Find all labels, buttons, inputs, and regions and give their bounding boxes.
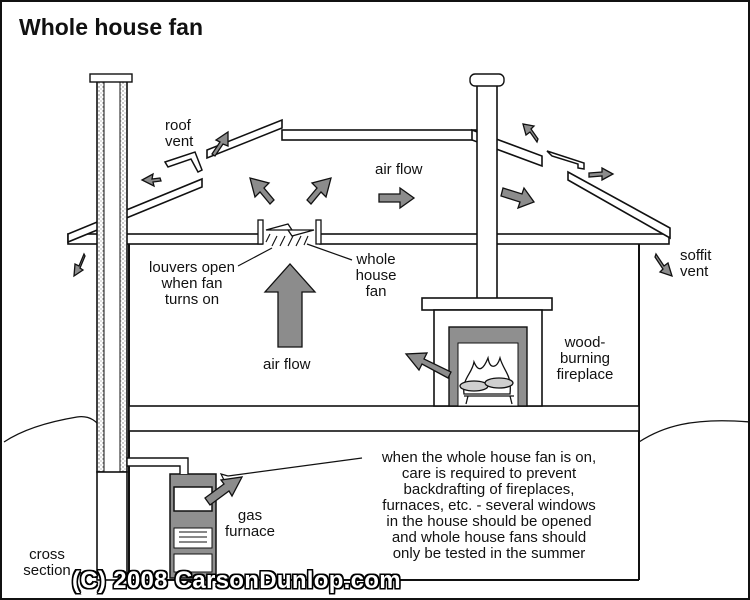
arrow-vent-left-out [140,172,162,188]
roof-left [67,177,203,244]
chimney-foundation [96,471,128,581]
arrow-attic-upright [306,177,332,205]
chimney-cap [89,73,133,83]
roof-vent-label: roof vent [165,117,194,150]
louvers-label: louvers open when fan turns on [149,259,235,308]
chimney-flue [103,79,121,473]
whole-house-fan-label: whole house fan [355,251,397,300]
arrow-vent-right-up [522,123,539,144]
air-flow-room-label: air flow [263,356,311,373]
roof-left-upper [206,118,283,160]
ground-right [638,420,748,443]
arrow-soffit-left [73,252,86,278]
roof-right-lower [567,170,671,240]
arrow-vent-right-out [588,166,615,182]
cross-section-label: cross section [23,546,71,579]
second-floor [128,405,640,432]
roof-ridge [281,129,495,141]
air-flow-attic-label: air flow [375,161,423,178]
fireplace-fire [459,355,514,405]
fireplace-mantel [421,297,553,311]
roof-vent-left [163,151,203,173]
fireplace-chimney-cap [469,73,505,87]
arrow-up-room [263,263,317,348]
whole-house-fan [257,219,322,247]
arrow-attic-right [378,186,416,210]
furnace-flue-pipe [126,457,189,474]
arrow-soffit-right [654,252,673,278]
soffit-vent-label: soffit vent [680,247,712,280]
arrow-attic-rightdown [500,186,536,210]
airflow-arrows [73,123,673,506]
arrow-to-fireplace [404,352,452,379]
copyright-watermark: (C) 2008 CarsonDunlop.com [72,567,401,594]
gas-furnace [169,473,217,579]
arrow-attic-upleft [249,177,275,205]
fireplace-label: wood- burning fireplace [556,334,614,383]
ground-left [3,416,103,443]
leader-lines [219,243,363,481]
attic-ceiling [67,233,670,245]
gas-furnace-label: gas furnace [224,507,276,540]
arrow-vent-left-up [211,130,229,157]
fireplace-chimney [476,83,498,303]
arrow-to-furnace [204,476,244,506]
roof-vent-right [546,150,585,170]
page-title: Whole house fan [19,14,203,40]
warning-note: when the whole house fan is on, care is … [381,449,597,562]
